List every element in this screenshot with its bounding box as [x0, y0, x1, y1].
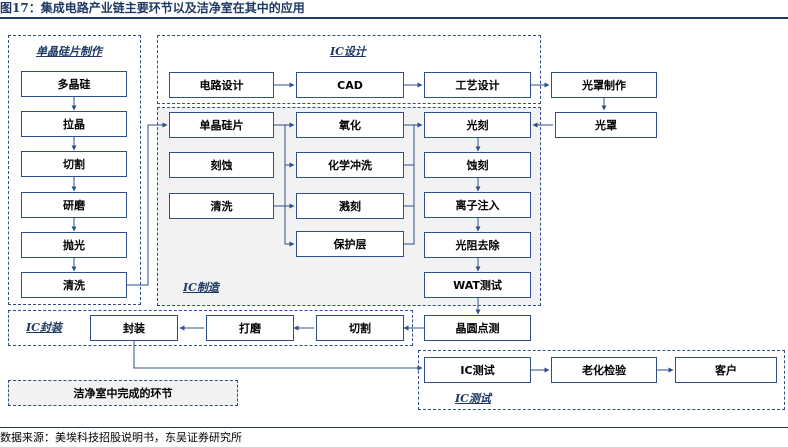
- group-label-ic-design: IC设计: [330, 45, 366, 58]
- group-label-wafer: 单晶硅片制作: [36, 45, 102, 58]
- wafer-step-node: 拉晶: [21, 111, 127, 137]
- legend-clean-room: 洁净室中完成的环节: [8, 380, 238, 406]
- fab-step-node: 单晶硅片: [169, 112, 274, 138]
- fab-step-node: 光阻去除: [424, 232, 531, 258]
- group-label-ic-testing: IC测试: [455, 392, 491, 405]
- testing-step-node: 老化检验: [551, 357, 657, 383]
- group-ic-testing: [418, 350, 785, 410]
- wafer-step-node: 切割: [21, 151, 127, 177]
- wafer-step-node: 多晶硅: [21, 71, 127, 97]
- figure-title: 图17：集成电路产业链主要环节以及洁净室在其中的应用: [0, 1, 305, 15]
- packaging-step-node: 切割: [316, 315, 404, 341]
- group-wafer: [8, 35, 141, 305]
- fab-step-node: 保护层: [296, 231, 404, 257]
- wafer-step-node: 抛光: [21, 232, 127, 258]
- source-rule: [0, 427, 788, 428]
- source-note: 数据来源：美埃科技招股说明书，东吴证券研究所: [0, 431, 242, 444]
- design-step-node: 电路设计: [169, 72, 274, 98]
- packaging-step-node: 封装: [90, 315, 178, 341]
- packaging-step-node: 打磨: [206, 315, 294, 341]
- design-step-node: 工艺设计: [424, 72, 531, 98]
- fab-step-node: 离子注入: [424, 192, 531, 218]
- testing-step-node: 客户: [675, 357, 777, 383]
- design-step-node: 光罩制作: [551, 72, 657, 98]
- group-ic-design: [157, 35, 541, 104]
- fab-step-node: 蚀刻: [424, 152, 531, 178]
- group-label-ic-manufacturing: IC制造: [183, 281, 219, 294]
- fab-step-node: WAT测试: [424, 272, 531, 298]
- testing-step-node: IC测试: [424, 357, 531, 383]
- wafer-step-node: 清洗: [21, 272, 127, 298]
- legend-label: 洁净室中完成的环节: [73, 387, 173, 400]
- wafer-step-node: 研磨: [21, 192, 127, 218]
- fab-step-node: 刻蚀: [169, 152, 274, 178]
- fab-step-node: 溅刻: [296, 193, 404, 219]
- fab-step-node: 光刻: [424, 112, 531, 138]
- title-rule: [0, 17, 788, 19]
- design-step-node: CAD: [296, 72, 404, 98]
- fab-step-node: 清洗: [169, 193, 274, 219]
- fab-step-node: 晶圆点测: [424, 315, 531, 341]
- fab-step-node: 化学冲洗: [296, 152, 404, 178]
- design-step-node: 光罩: [555, 112, 657, 138]
- group-label-ic-packaging: IC封装: [26, 321, 62, 334]
- fab-step-node: 氧化: [296, 112, 404, 138]
